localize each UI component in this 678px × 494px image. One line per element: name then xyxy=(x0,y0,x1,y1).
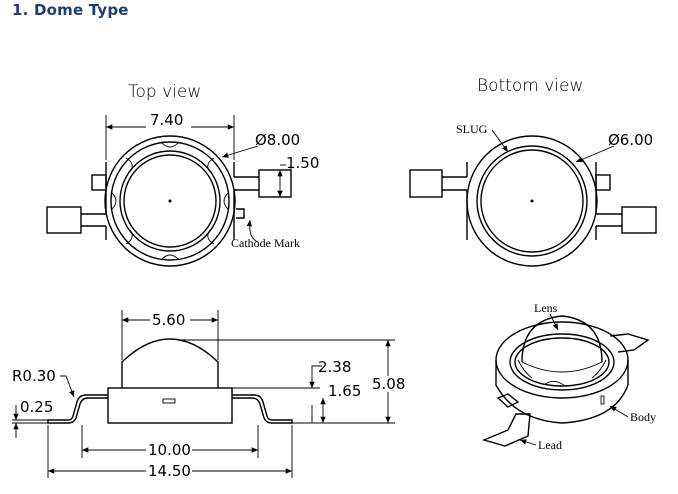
dim-total-width: 14.50 xyxy=(148,462,191,480)
dim-top-diameter: Ø8.00 xyxy=(255,131,300,149)
slug-label: SLUG xyxy=(456,122,488,136)
cathode-mark xyxy=(236,208,245,219)
dim-1-65: 1.65 xyxy=(328,382,361,400)
top-view-title: Top view xyxy=(128,82,201,102)
cathode-mark-label: Cathode Mark xyxy=(231,236,300,250)
body-label: Body xyxy=(630,410,656,424)
dim-dome-width: 5.60 xyxy=(152,311,185,329)
side-view: 5.60 R0.30 0.25 2.38 1.65 5.08 10.00 xyxy=(12,310,410,480)
iso-lens xyxy=(521,315,603,363)
slug-inner xyxy=(480,149,584,253)
bottom-view-leads xyxy=(409,169,657,234)
dim-body-width: 10.00 xyxy=(148,441,191,459)
dim-total-height: 5.08 xyxy=(372,375,405,393)
top-view-outer-ring xyxy=(104,135,236,267)
bottom-view: Bottom view SLUG Ø6.00 xyxy=(409,76,657,267)
slug-outer xyxy=(476,145,588,257)
dim-lead-thickness: 0.25 xyxy=(20,398,53,416)
dim-top-width: 7.40 xyxy=(150,111,183,129)
dim-radius: R0.30 xyxy=(12,367,56,385)
dim-2-38: 2.38 xyxy=(318,358,351,376)
bottom-view-title: Bottom view xyxy=(477,76,583,96)
dim-bottom-diameter: Ø6.00 xyxy=(608,131,653,149)
iso-body xyxy=(495,360,629,424)
top-view-lens-petals xyxy=(110,141,230,261)
top-view: Top view Ca xyxy=(46,82,319,267)
iso-lead-left xyxy=(481,413,531,447)
lead-label: Lead xyxy=(538,438,562,452)
bottom-view-outer-ring xyxy=(466,135,598,267)
dim-top-pad: 1.50 xyxy=(286,154,319,172)
side-view-dome xyxy=(121,338,219,388)
iso-lead-small xyxy=(496,393,520,408)
section-heading: 1. Dome Type xyxy=(12,1,129,19)
iso-lead-right xyxy=(609,333,650,353)
side-view-mark xyxy=(162,398,176,404)
iso-view: Lens Body Lead xyxy=(481,301,656,452)
lens-label: Lens xyxy=(534,301,558,315)
side-view-body xyxy=(107,387,233,424)
